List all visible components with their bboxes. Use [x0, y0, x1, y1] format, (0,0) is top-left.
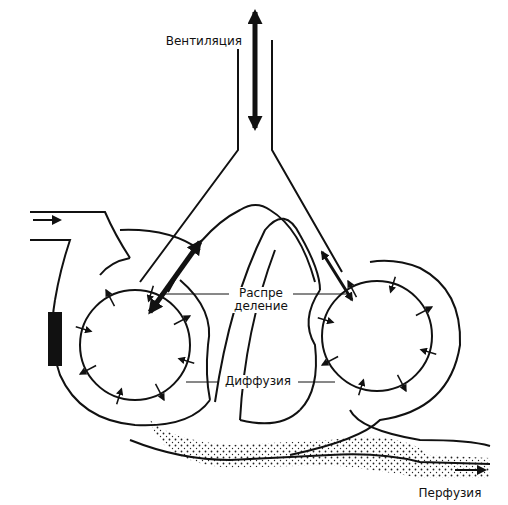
ventilation-label: Вентиляция	[164, 35, 244, 48]
gas-arrow	[348, 281, 356, 297]
ventilation-arrows	[150, 12, 352, 312]
perfusion-label: Перфузия	[417, 487, 484, 500]
gas-arrow	[398, 375, 406, 391]
gas-arrow	[391, 277, 396, 292]
gas-arrow	[117, 389, 122, 404]
airway	[140, 40, 342, 292]
distribution-label: Распре деление	[229, 287, 293, 313]
gas-arrow	[359, 380, 364, 395]
gas-arrow	[156, 384, 164, 400]
diffusion-label: Диффузия	[223, 375, 293, 388]
blood-stipple	[150, 420, 490, 478]
dark-block	[48, 312, 62, 366]
left-alveolus	[80, 290, 190, 400]
outflow-arrow	[455, 469, 485, 471]
gas-arrow	[318, 318, 333, 323]
gas-arrow	[174, 316, 190, 324]
gas-arrow	[421, 350, 436, 355]
inflow-arrow	[33, 219, 60, 221]
gas-arrow	[149, 286, 154, 301]
gas-arrow	[416, 307, 432, 315]
gas-arrow	[76, 327, 91, 332]
gas-arrows	[76, 277, 436, 404]
gas-arrow	[179, 359, 194, 364]
gas-arrow	[80, 366, 96, 374]
gas-arrow	[322, 357, 338, 365]
right-alveolus	[322, 281, 432, 391]
gas-arrow	[106, 290, 114, 306]
capillary	[30, 212, 490, 464]
